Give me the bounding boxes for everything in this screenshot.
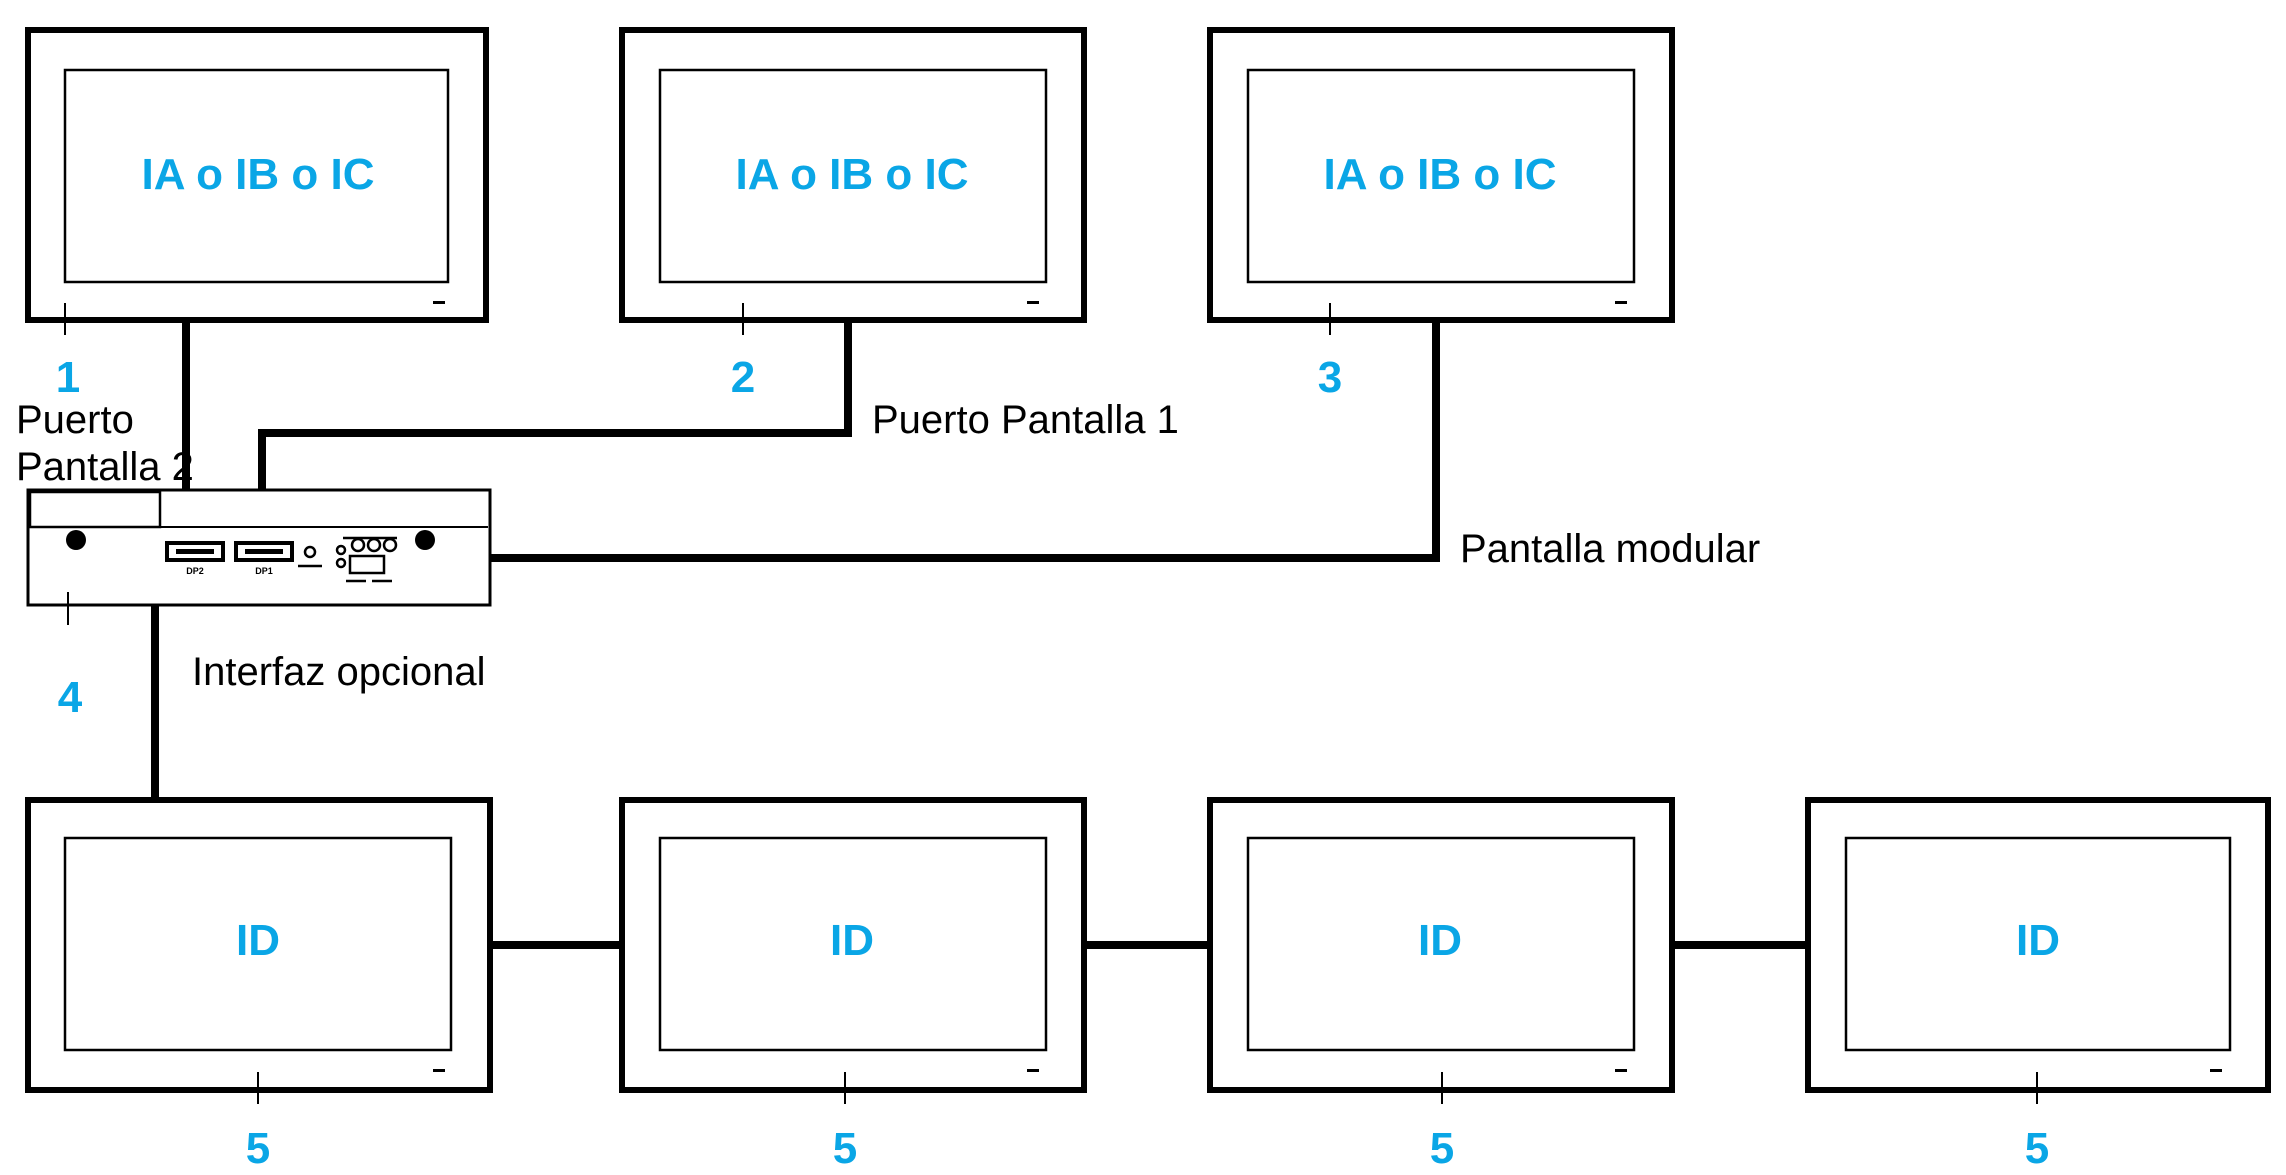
port-dp2-label: DP2	[186, 566, 204, 576]
annotation-port2-line1: Puerto	[16, 398, 134, 442]
panel-label: IA o IB o IC	[1323, 150, 1556, 199]
panel-bottom-1: ID 5	[25, 797, 493, 1173]
panel-label: IA o IB o IC	[141, 150, 374, 199]
io-connectors-icon	[298, 536, 398, 583]
panel-bottom-4: ID 5	[1805, 797, 2271, 1173]
port-dp1-pins	[245, 549, 283, 554]
port-dp2: DP2	[165, 541, 225, 576]
callout-number: 5	[2025, 1124, 2049, 1170]
led-icon	[335, 544, 347, 556]
panel-label: ID	[236, 916, 280, 965]
port-dp1: DP1	[234, 541, 294, 576]
panel-screen	[63, 836, 453, 1052]
callout-number: 4	[58, 673, 83, 722]
panel-status-led	[1615, 301, 1627, 304]
panel-bottom-2: ID 5	[619, 797, 1087, 1173]
panel-top-3: IA o IB o IC 3	[1207, 27, 1675, 402]
callout-number: 3	[1318, 353, 1342, 402]
terminal-block-icon	[348, 554, 386, 575]
annotation-modular: Pantalla modular	[1460, 527, 1760, 571]
panel-status-led	[1615, 1069, 1627, 1072]
panel-screen	[1246, 836, 1636, 1052]
annotation-port1: Puerto Pantalla 1	[872, 398, 1179, 442]
panel-label: ID	[1418, 916, 1462, 965]
panel-bottom-3: ID 5	[1207, 797, 1675, 1173]
panel-status-led	[433, 301, 445, 304]
jack-icon	[303, 545, 317, 559]
panel-status-led	[2210, 1069, 2222, 1072]
panel-screen	[1246, 68, 1636, 284]
callout-number: 1	[56, 353, 80, 402]
callout-number: 5	[833, 1124, 857, 1170]
controller-box: DP2 DP1 4	[26, 488, 492, 722]
box-top-panel	[28, 490, 162, 529]
panel-status-led	[433, 1069, 445, 1072]
panel-status-led	[1027, 301, 1039, 304]
panel-screen	[658, 836, 1048, 1052]
panel-label: ID	[830, 916, 874, 965]
panel-label: ID	[2016, 916, 2060, 965]
callout-number: 5	[1430, 1124, 1454, 1170]
panel-top-2: IA o IB o IC 2	[619, 27, 1087, 402]
annotation-optional: Interfaz opcional	[192, 650, 486, 694]
panel-screen	[63, 68, 450, 284]
panel-screen	[1844, 836, 2232, 1052]
panel-label: IA o IB o IC	[735, 150, 968, 199]
callout-number: 2	[731, 353, 755, 402]
port-dp2-pins	[176, 549, 214, 554]
panel-screen	[658, 68, 1048, 284]
led-icon	[335, 557, 347, 569]
panel-status-led	[1027, 1069, 1039, 1072]
cable-modular	[490, 323, 1440, 562]
callout-number: 5	[246, 1124, 270, 1170]
panel-top-1: IA o IB o IC 1	[25, 27, 489, 402]
annotation-port2-line2: Pantalla 2	[16, 445, 194, 489]
ground-terminal-icon	[415, 530, 435, 550]
port-dp1-label: DP1	[255, 566, 273, 576]
power-button-icon	[66, 530, 86, 550]
